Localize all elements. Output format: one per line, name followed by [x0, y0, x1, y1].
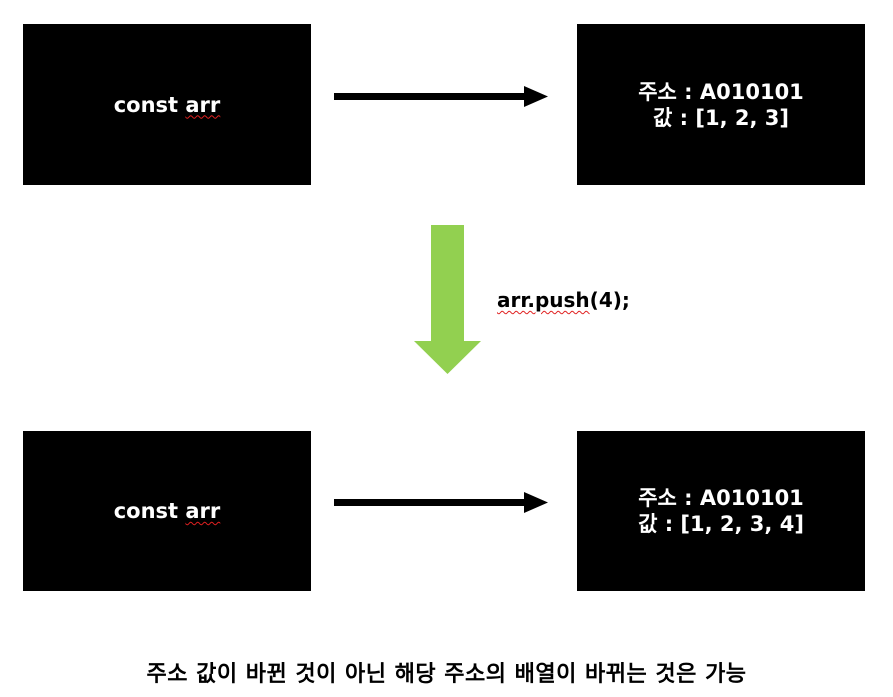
address-text: 주소 : A010101	[638, 486, 804, 510]
memory-box-before: 주소 : A010101 값 : [1, 2, 3]	[577, 24, 865, 185]
method-args: (4);	[589, 288, 630, 312]
down-arrow-icon	[414, 225, 481, 374]
address-text: 주소 : A010101	[638, 79, 804, 104]
const-keyword: const	[113, 499, 179, 523]
variable-box-before: const arr	[23, 24, 311, 185]
operation-label: arr.push(4);	[497, 288, 630, 312]
const-keyword: const	[113, 92, 179, 117]
reference-arrow-icon-before	[334, 86, 548, 107]
reference-arrow-icon-after	[334, 492, 548, 513]
value-text: 값 : [1, 2, 3]	[653, 105, 789, 130]
memory-box-after: 주소 : A010101 값 : [1, 2, 3, 4]	[577, 431, 865, 591]
variable-declaration: const arr	[114, 92, 221, 118]
value-text: 값 : [1, 2, 3, 4]	[638, 512, 804, 536]
variable-box-after: const arr	[23, 431, 311, 591]
variable-name: arr	[185, 499, 221, 523]
variable-declaration: const arr	[114, 498, 221, 524]
variable-name: arr	[185, 92, 221, 117]
caption: 주소 값이 바뀐 것이 아닌 해당 주소의 배열이 바뀌는 것은 가능	[146, 662, 747, 687]
method-call: arr.push	[497, 288, 590, 312]
